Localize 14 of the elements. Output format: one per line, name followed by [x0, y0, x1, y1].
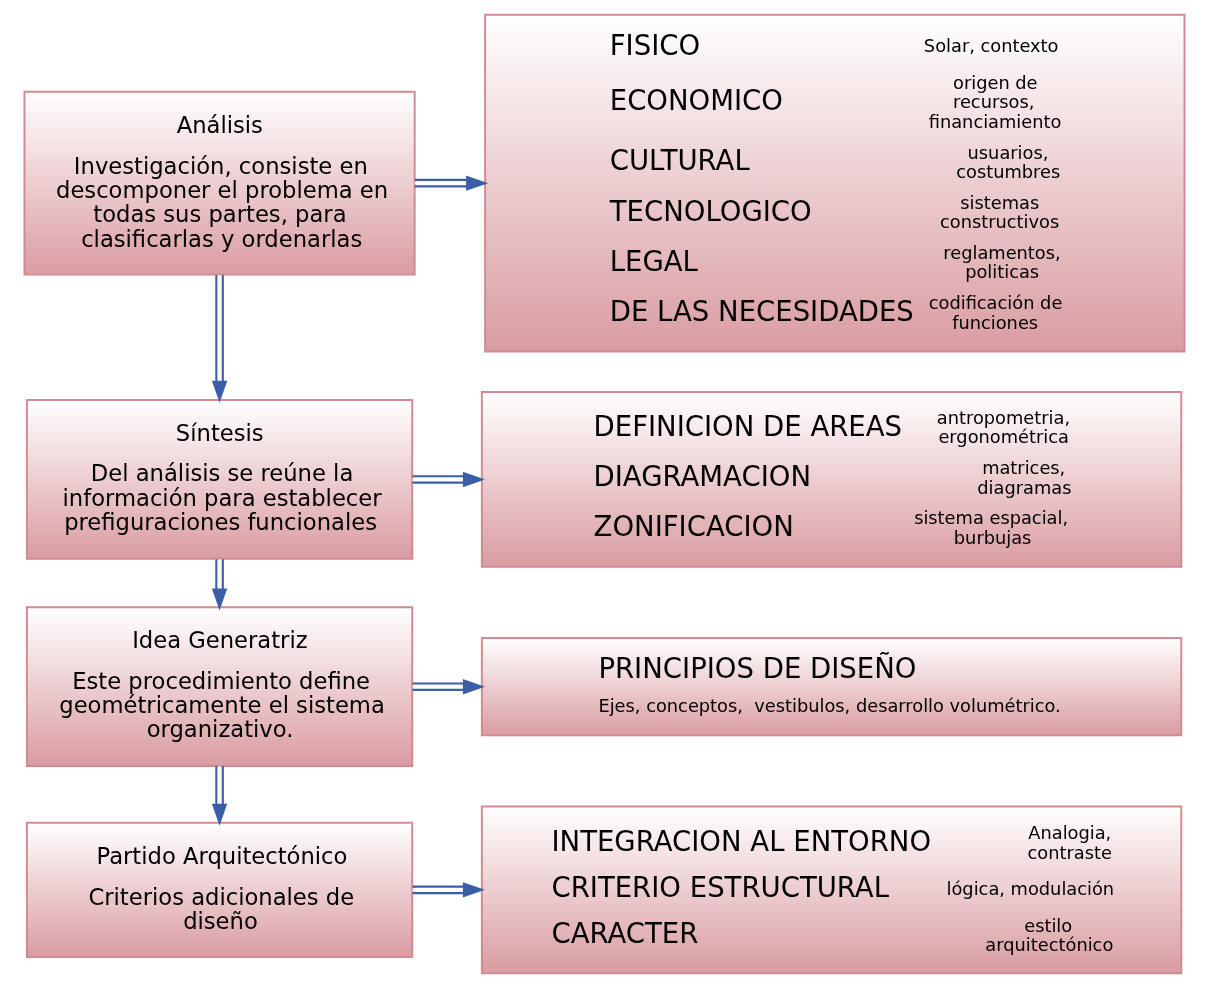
node-box: DEFINICION DE AREAS antropometria, ergonométrica DIAGRAMACION matrices, diagramas ZONIFICACION sistema espacial, burbujas: [480, 391, 1183, 568]
node-box: PRINCIPIOS DE DISEÑO Ejes, conceptos, vestibulos, desarrollo volumétrico.: [480, 637, 1183, 737]
arrow: [412, 882, 485, 898]
arrow: [211, 275, 228, 403]
arrow: [412, 471, 485, 488]
node-box: Síntesis Del análisis se reúne la información para establecer prefiguraciones funcionales: [25, 399, 414, 560]
arrow: [412, 678, 485, 695]
node-box: Análisis Investigación, consiste en descomponer el problema en todas sus partes, para clasificarlas y ordenarlas: [23, 90, 416, 276]
node-box: Idea Generatriz Este procedimiento define geométricamente el sistema organizativo.: [25, 606, 414, 767]
node-box: Partido Arquitectónico Criterios adicionales de diseño: [25, 821, 414, 958]
node-box: INTEGRACION AL ENTORNO Analogia, contraste CRITERIO ESTRUCTURAL lógica, modulación CARACTER estilo arquitectónico: [480, 805, 1183, 975]
arrow: [211, 559, 228, 611]
arrow: [211, 766, 228, 826]
arrow: [414, 175, 489, 191]
